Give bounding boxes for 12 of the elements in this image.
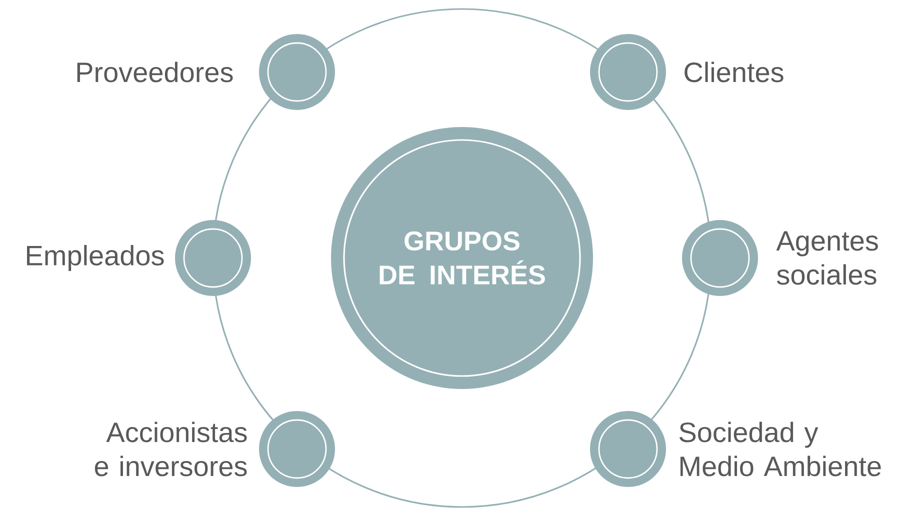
circle-label: Accionistas e inversores — [94, 422, 247, 476]
circle-marker — [259, 411, 335, 487]
circle-marker — [590, 34, 666, 110]
circle-label: Empleados — [27, 244, 164, 272]
circle-label: Clientes — [684, 62, 784, 82]
circle-marker — [682, 220, 758, 296]
circle-marker — [590, 411, 666, 487]
circle-marker — [259, 34, 335, 110]
circle-label: Agentes sociales — [776, 231, 878, 285]
circle-label: Proveedores — [77, 62, 233, 82]
circle-label: Sociedad y Medio Ambiente — [679, 422, 881, 476]
circle-marker — [175, 220, 251, 296]
